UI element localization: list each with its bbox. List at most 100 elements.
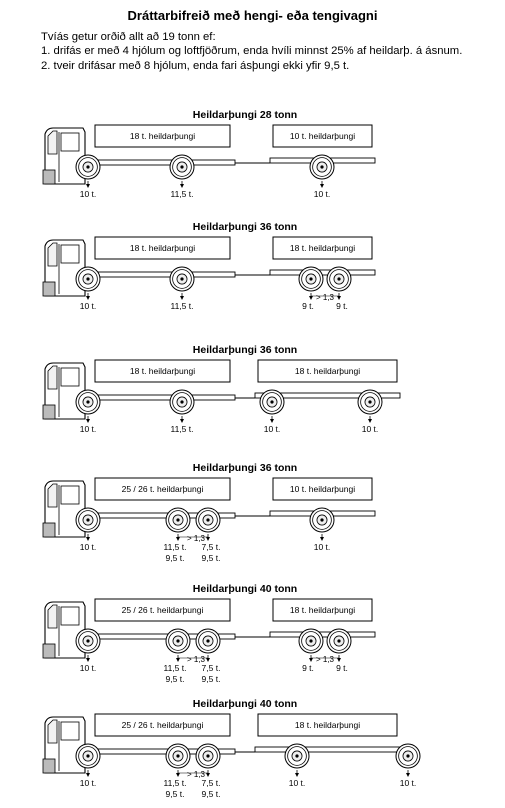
axle-spacing-label: > 1,3 [316, 293, 335, 302]
wheel [75, 628, 101, 654]
load-arrow-head [406, 773, 410, 777]
tire-inner [168, 631, 188, 651]
axle-load-label: 9 t. [336, 301, 348, 311]
hub-center [337, 277, 341, 281]
axle-load-label: 11,5 t. [164, 542, 187, 552]
tire-inner [78, 157, 98, 177]
wheel [169, 266, 195, 292]
axle-spacing-label: > 1,3 [187, 534, 206, 543]
hub-center [86, 165, 90, 169]
truck-body-label: 25 / 26 t. heildarþungi [122, 720, 204, 730]
hub-center [86, 400, 90, 404]
tire-inner [312, 157, 332, 177]
truck-body-box [94, 598, 231, 622]
wheel [298, 628, 324, 654]
condition-2: 2. tveir drifásar með 8 hjólum, enda far… [41, 60, 350, 72]
tire-inner [168, 510, 188, 530]
axle-load-label: 10 t. [80, 189, 97, 199]
hub-center [206, 639, 210, 643]
wheel [284, 743, 310, 769]
hub-center [180, 277, 184, 281]
tire-inner [172, 157, 192, 177]
axle-load-label: 9 t. [336, 663, 348, 673]
load-arrow-head [180, 184, 184, 188]
tire-inner [301, 631, 321, 651]
axle-load-label: 9,5 t. [166, 789, 185, 799]
condition-1: 1. drifás er með 4 hjólum og loftfjöðrum… [41, 45, 463, 57]
truck-cab [42, 480, 86, 538]
axle-load-label: 7,5 t. [202, 542, 221, 552]
truck-cab [42, 716, 86, 774]
load-arrow-head [270, 419, 274, 423]
wheel [75, 389, 101, 415]
cab-windshield [47, 130, 58, 155]
wheel [75, 154, 101, 180]
load-arrow-head [206, 537, 210, 541]
load-arrow-head [180, 296, 184, 300]
cab-window [60, 721, 80, 741]
hub-center [406, 754, 410, 758]
cab-window [60, 132, 80, 152]
trailer-body-box [272, 477, 373, 501]
axle-load-label: 10 t. [289, 778, 306, 788]
hub-center [86, 518, 90, 522]
trailer-body-label: 18 t. heildarþungi [295, 366, 360, 376]
trailer-body-label: 10 t. heildarþungi [290, 484, 355, 494]
load-arrow-head [337, 658, 341, 662]
load-arrow-head [86, 773, 90, 777]
tire-inner [172, 392, 192, 412]
trailer-frame [254, 746, 401, 753]
config-title: Heildarþungi 40 tonn [193, 583, 297, 595]
trailer-body-label: 18 t. heildarþungi [295, 720, 360, 730]
axle-load-label: 11,5 t. [171, 424, 194, 434]
hub-center [86, 277, 90, 281]
hub-center [320, 165, 324, 169]
axle-load-label: 10 t. [314, 189, 331, 199]
truck-frame [94, 159, 236, 166]
config-title: Heildarþungi 36 tonn [193, 462, 297, 474]
load-arrow-head [86, 419, 90, 423]
hub-center [176, 639, 180, 643]
load-arrow-head [176, 537, 180, 541]
load-arrow-head [86, 184, 90, 188]
axle-load-label: 9,5 t. [202, 789, 221, 799]
truck-cab [42, 362, 86, 420]
cab-bumper [42, 522, 56, 538]
trailer-body-box [257, 359, 398, 383]
hub-center [295, 754, 299, 758]
load-arrow-head [86, 658, 90, 662]
truck-cab [42, 601, 86, 659]
trailer-body-box [272, 598, 373, 622]
tire-inner [312, 510, 332, 530]
tire-inner [78, 631, 98, 651]
cab-bumper [42, 758, 56, 774]
axle-spacing-label: > 1,3 [187, 770, 206, 779]
axle-load-label: 9,5 t. [202, 674, 221, 684]
load-arrow-head [309, 296, 313, 300]
wheel [195, 507, 221, 533]
load-arrow-head [180, 419, 184, 423]
trailer-frame [254, 392, 401, 399]
hub-center [176, 518, 180, 522]
tire-inner [301, 269, 321, 289]
truck-frame [94, 394, 236, 401]
load-arrow-head [320, 537, 324, 541]
axle-load-label: 10 t. [400, 778, 417, 788]
trailer-body-label: 18 t. heildarþungi [290, 605, 355, 615]
axle-load-label: 11,5 t. [164, 778, 187, 788]
config-title: Heildarþungi 36 tonn [193, 344, 297, 356]
trailer-body-label: 10 t. heildarþungi [290, 131, 355, 141]
axle-load-label: 7,5 t. [202, 663, 221, 673]
load-arrow-head [206, 773, 210, 777]
truck-body-label: 18 t. heildarþungi [130, 243, 195, 253]
axle-load-label: 9,5 t. [166, 553, 185, 563]
axle-load-label: 10 t. [80, 301, 97, 311]
axle-load-label: 10 t. [264, 424, 281, 434]
wheel [75, 266, 101, 292]
load-arrow-head [309, 658, 313, 662]
truck-body-box [94, 359, 231, 383]
